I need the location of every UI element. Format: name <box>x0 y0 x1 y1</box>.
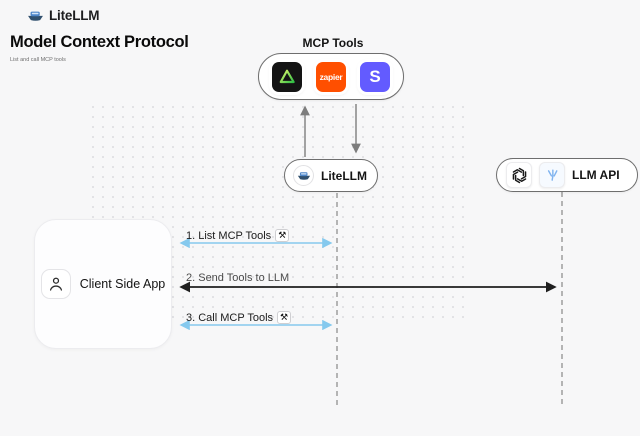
openai-icon <box>506 162 532 188</box>
tools-icon: ⚒ <box>277 311 292 324</box>
tools-icon: ⚒ <box>275 229 290 242</box>
mcp-tools-label: MCP Tools <box>302 36 364 50</box>
step3-label: 3. Call MCP Tools <box>186 311 274 324</box>
page-title: Model Context Protocol <box>10 33 189 51</box>
litellm-boat-icon <box>293 165 314 186</box>
litellm-node-label: LiteLLM <box>321 168 367 183</box>
zapier-wordmark: zapier <box>319 71 343 82</box>
llm-api-node-label: LLM API <box>572 168 620 182</box>
brand-name: LiteLLM <box>49 8 100 23</box>
step2-label: 2. Send Tools to LLM <box>186 272 290 284</box>
step2-label-row: 2. Send Tools to LLM <box>186 272 289 284</box>
page-subtitle: List and call MCP tools <box>10 57 66 63</box>
brand: LiteLLM <box>27 8 100 23</box>
green-triangle-tool-icon <box>272 61 302 92</box>
person-icon <box>40 269 71 299</box>
litellm-node: LiteLLM <box>284 159 378 192</box>
step3-label-row: 3. Call MCP Tools ⚒ <box>186 311 292 324</box>
llm-provider-icon <box>539 162 565 188</box>
llm-api-node: LLM API <box>496 158 638 192</box>
litellm-logo-icon <box>28 11 43 21</box>
client-side-app-label: Client Side App <box>79 277 166 291</box>
stripe-letter: S <box>369 66 381 86</box>
step1-label-row: 1. List MCP Tools ⚒ <box>186 229 290 242</box>
step1-label: 1. List MCP Tools <box>186 229 272 242</box>
stripe-icon: S <box>360 61 390 92</box>
client-side-app-node: Client Side App <box>34 219 172 349</box>
zapier-icon: zapier <box>316 61 346 92</box>
mcp-tools-node: zapier S <box>258 53 404 100</box>
